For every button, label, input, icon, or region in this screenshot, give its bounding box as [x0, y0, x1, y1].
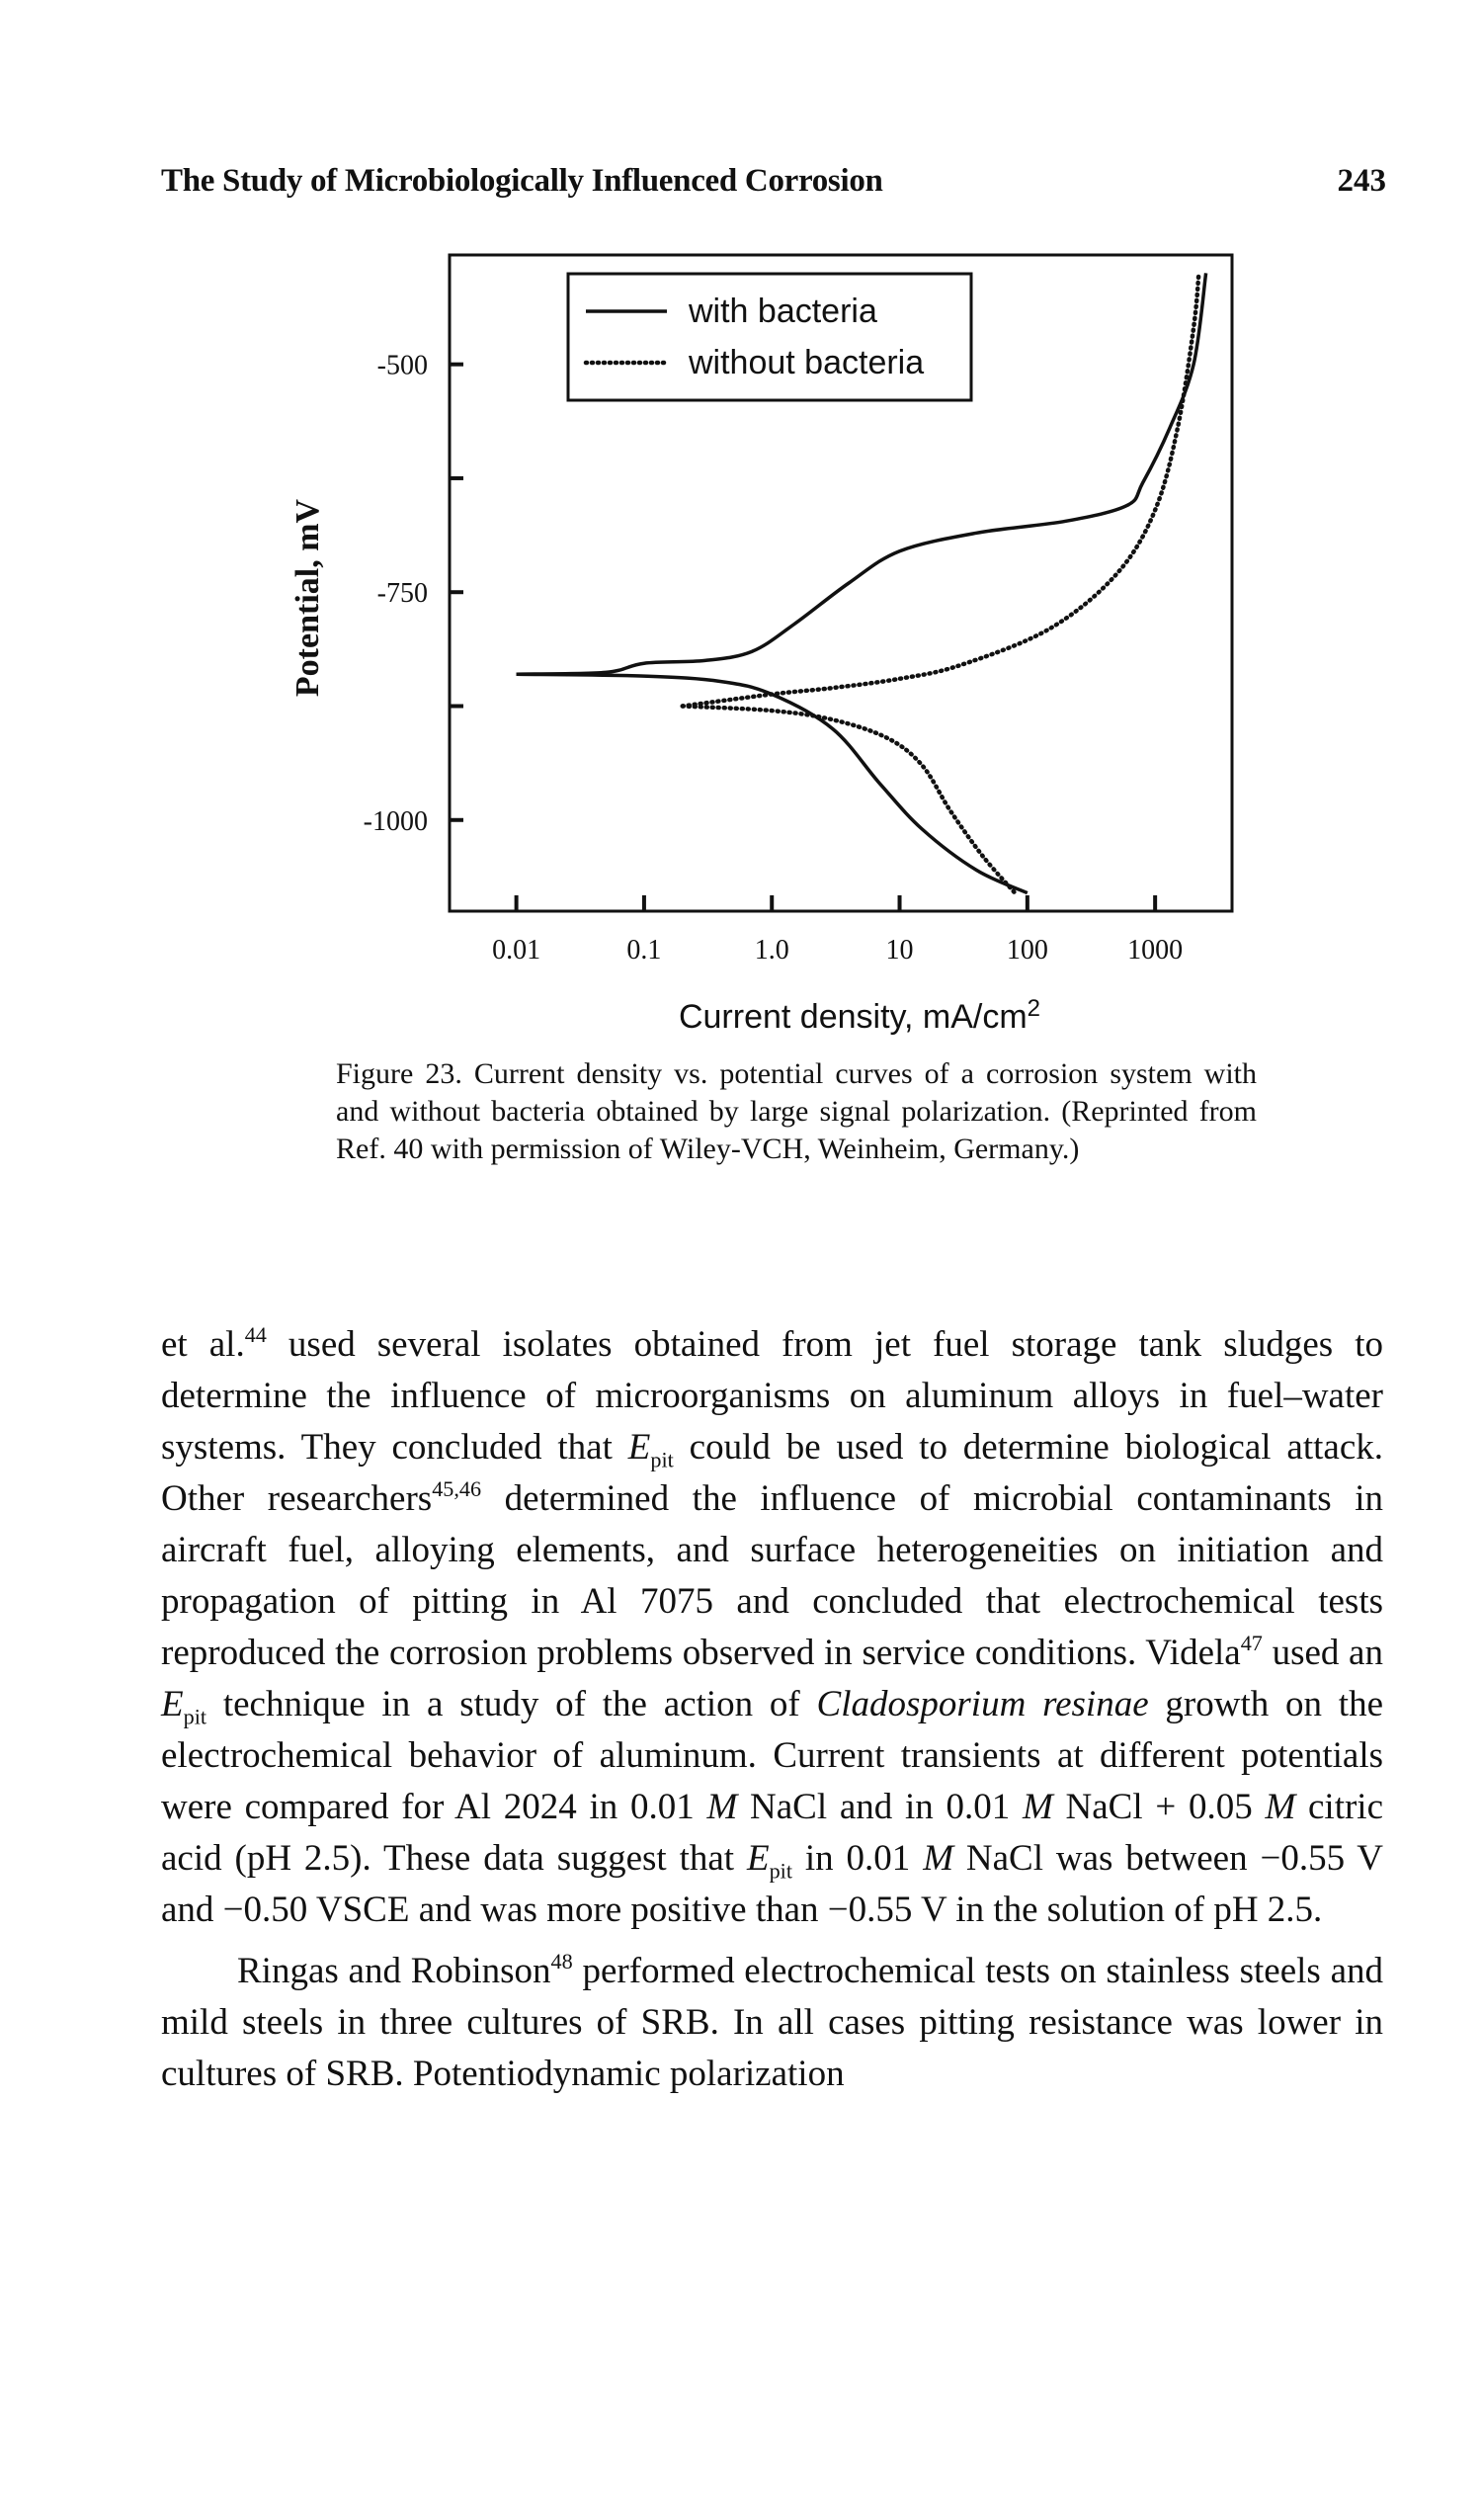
x-tick-label: 10	[886, 935, 914, 966]
curve-without-bacteria-cathodic	[680, 704, 1018, 895]
y-axis-label: Potential, mV	[289, 498, 326, 697]
curve-without-bacteria-anodic	[680, 271, 1201, 709]
y-tick-label: -500	[377, 351, 428, 381]
body-text: et al.44 used several isolates obtained …	[161, 1319, 1383, 2100]
y-tick-label: -1000	[364, 806, 428, 837]
caption-text: Current density vs. potential curves of …	[336, 1057, 1257, 1165]
citation: 44	[244, 1321, 267, 1347]
legend-box	[566, 272, 973, 402]
x-tick-label: 1000	[1127, 935, 1183, 966]
x-tick-label: 1.0	[755, 935, 789, 966]
y-tick-label: -750	[377, 578, 428, 609]
citation: 45,46	[432, 1475, 482, 1501]
species-name: Cladosporium resinae	[816, 1684, 1149, 1724]
page-number: 243	[1337, 163, 1387, 199]
legend-entry: without bacteria	[688, 344, 924, 381]
x-tick-label: 0.1	[626, 935, 661, 966]
citation: 48	[550, 1948, 573, 1974]
figure-caption: Figure 23. Current density vs. potential…	[336, 1055, 1257, 1168]
curve-with-bacteria-anodic	[516, 273, 1208, 676]
x-tick-label: 100	[1007, 935, 1048, 966]
polarization-chart: with bacteria without bacteria 0.01 0.1 1.0…	[289, 253, 1234, 1036]
running-title: The Study of Microbiologically Influence…	[161, 163, 883, 199]
curve-with-bacteria-cathodic	[516, 672, 1028, 895]
caption-label: Figure 23.	[336, 1057, 462, 1090]
x-axis-label: Current density, mA/cm2	[679, 995, 1040, 1036]
paragraph: Ringas and Robinson48 performed electroc…	[161, 1948, 1383, 2094]
plot-frame	[448, 253, 1234, 913]
citation: 47	[1240, 1630, 1263, 1655]
figure-23: with bacteria without bacteria 0.01 0.1 1.0…	[267, 242, 1255, 1052]
legend-entry: with bacteria	[688, 293, 877, 330]
running-head: The Study of Microbiologically Influence…	[161, 163, 1386, 212]
paragraph: et al.44 used several isolates obtained …	[161, 1321, 1384, 1930]
x-tick-label: 0.01	[492, 935, 540, 966]
